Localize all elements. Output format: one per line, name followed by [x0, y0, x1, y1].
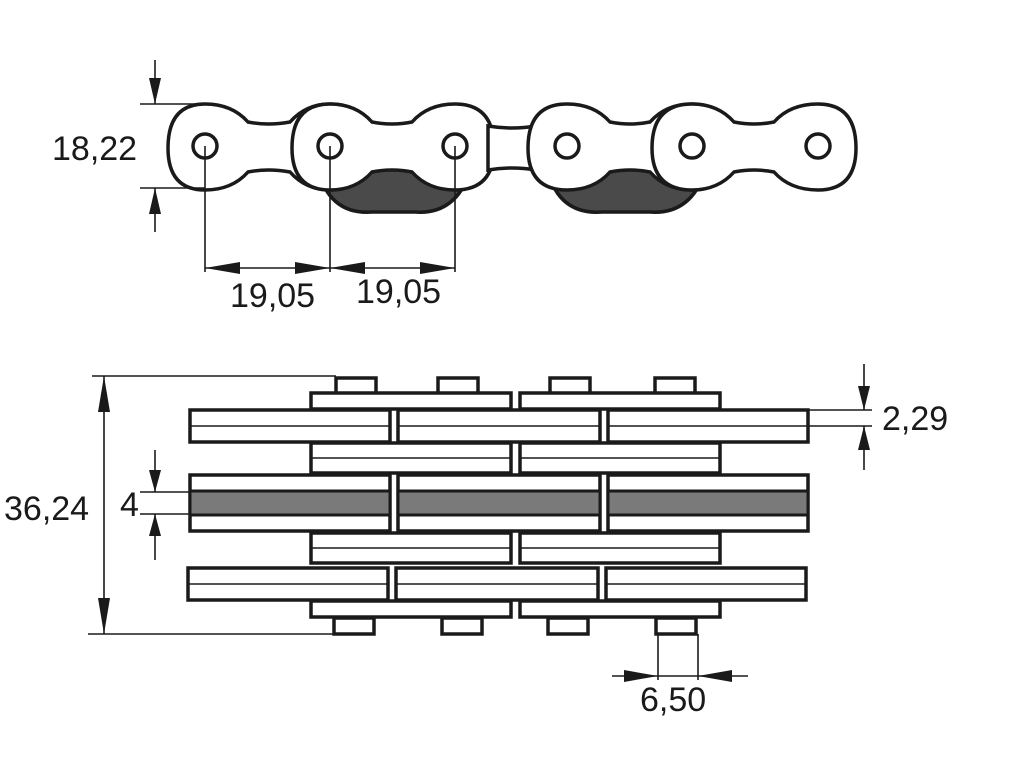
outer-plate-bottom-2: [518, 599, 722, 619]
height-dimension: [140, 60, 205, 232]
overall-width-dimension: [88, 375, 336, 635]
side-view: 18,22 19,05 19,05: [52, 60, 858, 315]
height-label: 18,22: [52, 130, 137, 168]
outer-plate-top-1: [309, 391, 513, 411]
top-view: 36,24 4 2,29 6,50: [4, 364, 948, 719]
inner-link-2: [650, 102, 858, 192]
outer-plate-bottom-1: [309, 599, 513, 619]
pitch-label-2: 19,05: [356, 273, 441, 311]
overall-width-label: 36,24: [4, 490, 89, 528]
pitch-label-1: 19,05: [230, 277, 315, 315]
inner-width-dimension: [140, 450, 190, 560]
outer-plate-top-2: [518, 391, 722, 411]
pin-head-bottom-3: [546, 616, 590, 636]
inner-width-label: 4: [120, 486, 139, 524]
roller-1: [188, 489, 392, 517]
pin-head-bottom-4: [654, 616, 698, 636]
plate-thickness-dimension: [808, 364, 872, 470]
pin-hole-6: [804, 132, 832, 160]
pin-head-bottom-2: [440, 616, 484, 636]
pin-diameter-label: 6,50: [640, 681, 706, 719]
roller-2: [396, 489, 602, 517]
pin-hole-4: [553, 132, 581, 160]
roller-3: [606, 489, 810, 517]
plate-thickness-label: 2,29: [882, 400, 948, 438]
pin-head-bottom-1: [332, 616, 376, 636]
pin-diameter-dimension: [612, 634, 748, 682]
pin-hole-5: [678, 132, 706, 160]
pitch-dimension: [204, 146, 456, 274]
